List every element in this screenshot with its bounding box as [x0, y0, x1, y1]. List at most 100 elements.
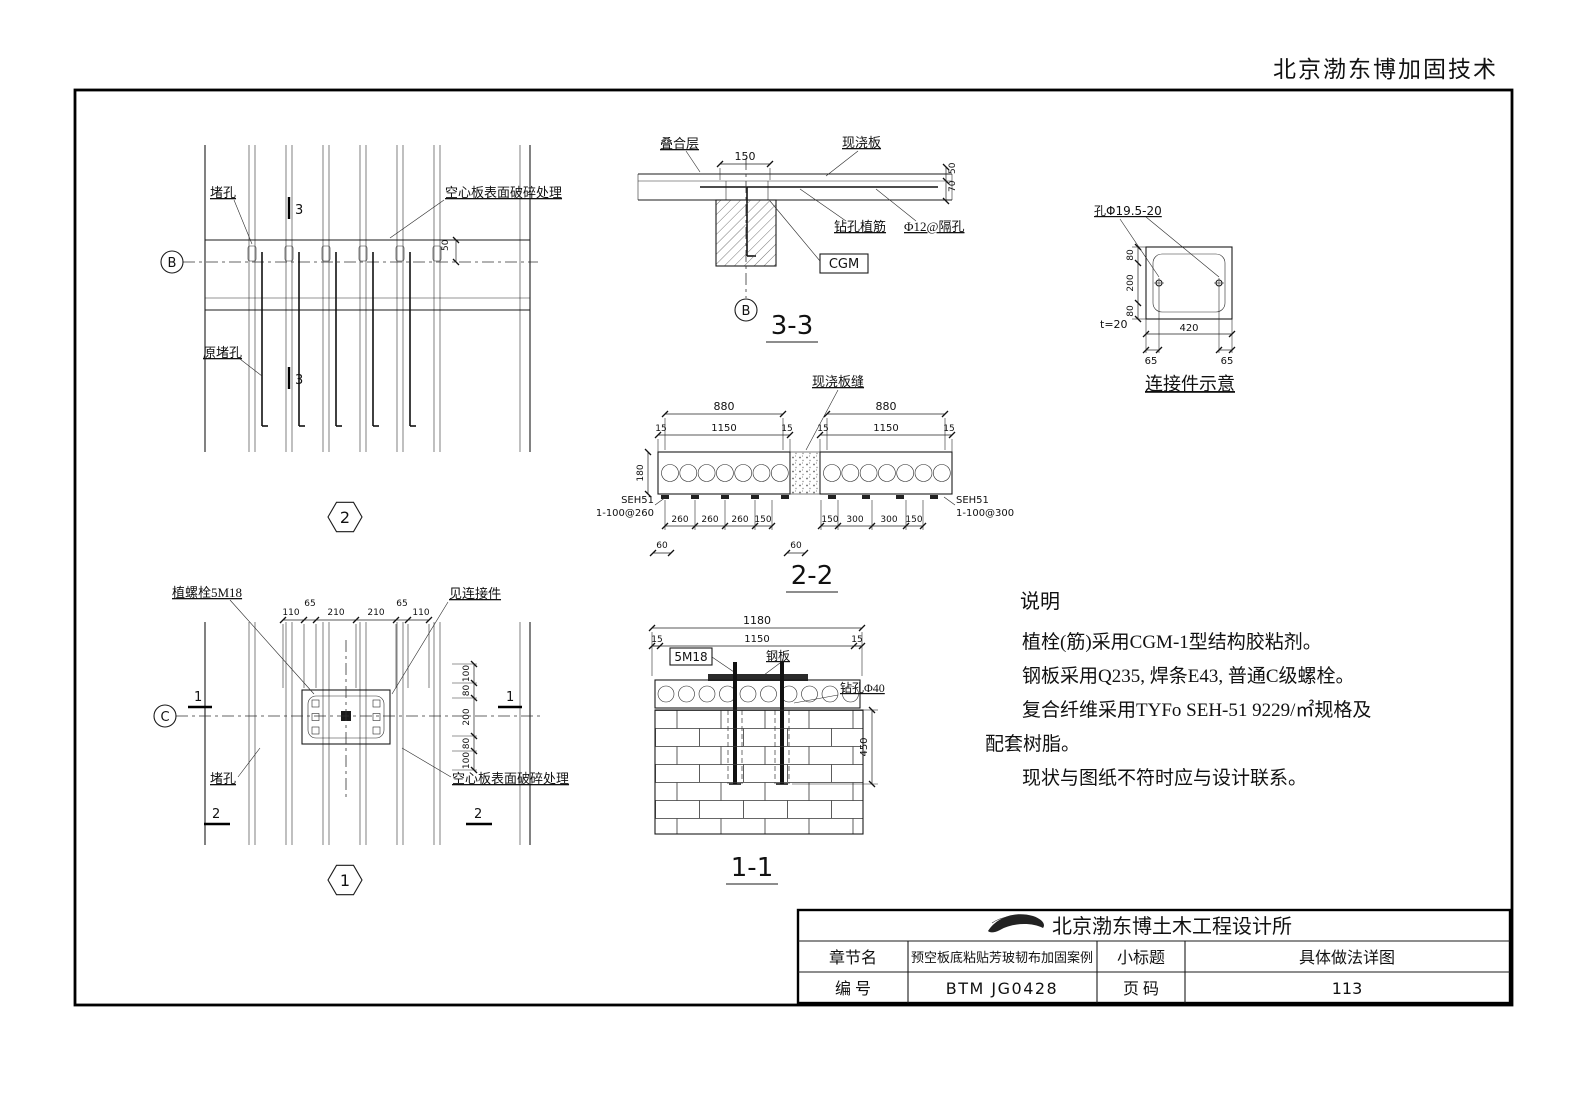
dim-70: 70 — [948, 180, 958, 192]
axis-label: C — [160, 710, 169, 725]
dim-180: 180 — [636, 464, 646, 481]
axis-label: B — [168, 256, 177, 271]
detail-bubble-2 — [327, 501, 363, 533]
dim-210: 210 — [327, 608, 344, 618]
dim-1150: 1150 — [873, 423, 898, 434]
dim-200: 200 — [1126, 274, 1136, 291]
label-surface-treatment: 空心板表面破碎处理 — [452, 771, 569, 786]
dim-65: 65 — [304, 599, 315, 609]
section-mark-3-bottom: 3 — [295, 373, 303, 388]
dim-60-mid: 60 — [790, 541, 802, 551]
dim-thickness: t=20 — [1100, 318, 1128, 331]
label-bolt-5m18: 5M18 — [674, 650, 707, 664]
section-mark-2-left: 2 — [212, 807, 220, 822]
dim-880-left: 880 — [714, 400, 735, 413]
dim-150: 150 — [905, 515, 922, 525]
brand-header: 北京渤东博加固技术 — [1273, 57, 1498, 82]
dim-65-right: 65 — [1221, 356, 1234, 367]
label-overlay-layer: 叠合层 — [660, 136, 699, 151]
notes-block: 说明 植栓(筋)采用CGM-1型结构胶粘剂。 钢板采用Q235, 焊条E43, … — [985, 590, 1371, 789]
dim-150: 150 — [735, 150, 756, 163]
dim-15: 15 — [655, 424, 666, 434]
dim-1150: 1150 — [744, 634, 769, 645]
dim-420: 420 — [1179, 323, 1198, 334]
dim-1150: 1150 — [711, 423, 736, 434]
dim-880-right: 880 — [876, 400, 897, 413]
label-drilled-rebar: 钻孔植筋 — [834, 219, 886, 234]
notes-line-4: 配套树脂。 — [985, 733, 1080, 755]
axis-label: B — [742, 304, 751, 319]
dim-110: 110 — [412, 608, 429, 618]
notes-line-2: 钢板采用Q235, 焊条E43, 普通C级螺栓。 — [1022, 665, 1355, 687]
connector-plate — [1145, 246, 1233, 320]
section-mark-1-left: 1 — [194, 690, 202, 705]
subtitle-value: 具体做法详图 — [1299, 949, 1395, 967]
label-see-connector: 见连接件 — [449, 586, 501, 601]
dim-210: 210 — [367, 608, 384, 618]
label-drill-hole: 钻孔Φ40 — [840, 680, 885, 695]
dim-50: 50 — [441, 239, 451, 251]
strap-label-right-1: SEH51 — [956, 495, 989, 506]
dim-60-left: 60 — [656, 541, 668, 551]
dim-260: 260 — [671, 515, 688, 525]
axis-bubble-b2 — [734, 298, 758, 322]
connector-title: 连接件示意 — [1145, 374, 1235, 394]
dim-150: 150 — [821, 515, 838, 525]
detail-bubble-1 — [327, 864, 363, 896]
dim-65-left: 65 — [1145, 356, 1158, 367]
number-label: 编 号 — [835, 980, 871, 998]
notes-title: 说明 — [1020, 590, 1060, 613]
dim-15: 15 — [943, 424, 954, 434]
label-planted-bolt: 植螺栓5M18 — [172, 585, 242, 600]
dim-100: 100 — [462, 752, 472, 769]
company-name: 北京渤东博土木工程设计所 — [1052, 915, 1292, 938]
dim-65: 65 — [396, 599, 407, 609]
dim-300: 300 — [880, 515, 897, 525]
label-cast-slab: 现浇板 — [842, 135, 881, 150]
strap-label-left-2: 1-100@260 — [596, 508, 654, 519]
company-logo-mark — [988, 914, 1044, 933]
notes-line-3: 复合纤维采用TYFo SEH-51 9229/㎡规格及 — [1022, 698, 1371, 721]
section-title-2-2: 2-2 — [791, 561, 833, 591]
label-hole-size: 孔Φ19.5-20 — [1094, 204, 1162, 218]
dim-200: 200 — [462, 708, 472, 725]
sheet-border — [73, 88, 1514, 1007]
detail-2-plan: B 3 3 50 堵孔 空心板表面破碎处理 原堵孔 2 — [160, 145, 562, 533]
dim-300: 300 — [846, 515, 863, 525]
label-plug-hole: 堵孔 — [210, 185, 236, 200]
label-rebar-spacing: Φ12@隔孔 — [904, 219, 964, 234]
dim-15: 15 — [851, 635, 862, 645]
dim-80: 80 — [462, 685, 472, 697]
strap-label-left-1: SEH51 — [621, 495, 654, 506]
dim-15: 15 — [781, 424, 792, 434]
section-mark-2-right: 2 — [474, 807, 482, 822]
cast-seam-fill — [789, 451, 821, 495]
dim-260: 260 — [731, 515, 748, 525]
detail-1-plan: 110 65 210 210 65 110 C 100 80 200 80 10… — [153, 585, 569, 896]
title-block: 北京渤东博土木工程设计所 章节名 预空板底粘贴芳玻韧布加固案例 小标题 具体做法… — [796, 908, 1512, 1005]
section-2-2: 现浇板缝 880 880 15 1150 15 15 1150 15 180 S… — [596, 374, 1014, 593]
label-surface-treatment: 空心板表面破碎处理 — [445, 185, 562, 200]
page-value: 113 — [1332, 979, 1363, 998]
page-label: 页 码 — [1123, 980, 1159, 998]
dim-80-top: 80 — [1126, 249, 1136, 261]
section-title-1-1: 1-1 — [731, 853, 773, 883]
section-3-3: B 150 50 70 叠合层 现浇板 钻孔植筋 Φ12@隔孔 CGM 3-3 — [637, 135, 964, 343]
detail-bubble-1-label: 1 — [340, 871, 350, 890]
section-mark-3-top: 3 — [295, 203, 303, 218]
notes-line-5: 现状与图纸不符时应与设计联系。 — [1022, 767, 1307, 789]
steel-plate — [708, 674, 808, 681]
chapter-value: 预空板底粘贴芳玻韧布加固案例 — [911, 950, 1093, 965]
strap-label-right-2: 1-100@300 — [956, 508, 1014, 519]
label-original-plug: 原堵孔 — [203, 345, 242, 360]
dim-80-bottom: 80 — [1126, 305, 1136, 317]
brick-wall — [654, 709, 864, 835]
dim-450: 450 — [859, 737, 870, 756]
notes-line-1: 植栓(筋)采用CGM-1型结构胶粘剂。 — [1022, 631, 1322, 653]
detail-bubble-2-label: 2 — [340, 508, 350, 527]
dim-1180: 1180 — [743, 614, 771, 627]
dim-100: 100 — [462, 665, 472, 682]
axis-bubble-c — [153, 704, 177, 728]
